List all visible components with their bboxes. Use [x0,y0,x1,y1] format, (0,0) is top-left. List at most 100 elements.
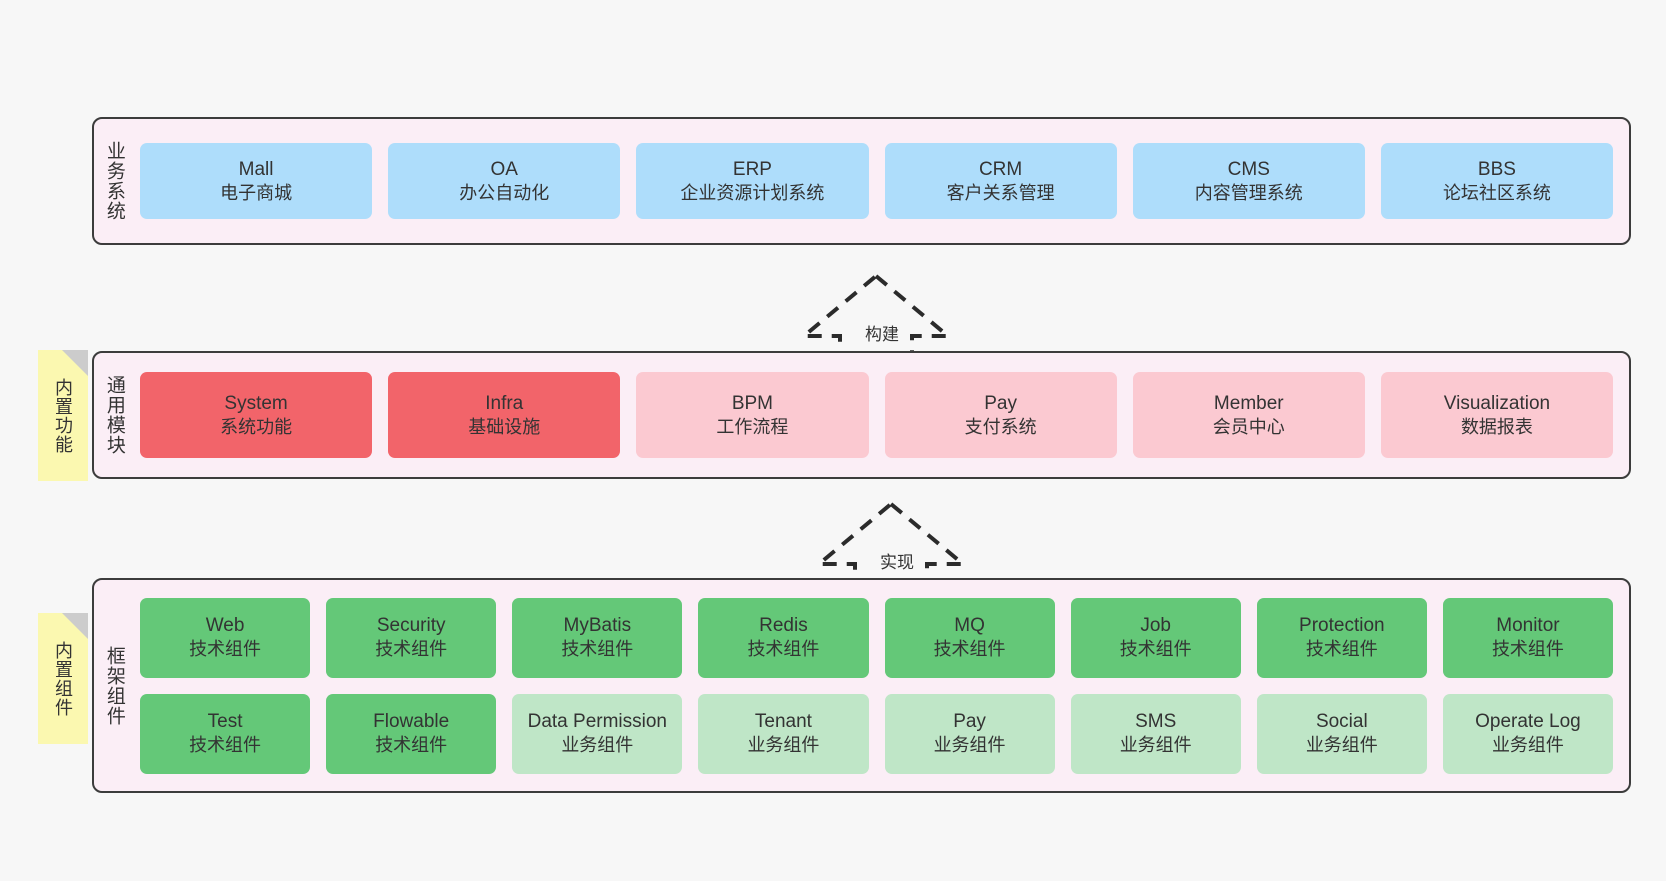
card-bbs[interactable]: BBS 论坛社区系统 [1380,143,1614,219]
card-title: CMS [1227,158,1270,180]
card-social[interactable]: Social 业务组件 [1256,693,1427,774]
card-subtitle: 基础设施 [468,416,541,437]
card-title: MQ [954,615,985,637]
card-title: System [224,392,288,414]
card-title: Protection [1299,615,1385,637]
card-subtitle: 技术组件 [747,639,820,660]
card-row: Test 技术组件 Flowable 技术组件 Data Permission … [140,693,1613,774]
card-subtitle: 技术组件 [189,735,262,756]
layer-business-system: 业务系统 Mall 电子商城 OA 办公自动化 ERP 企业资源计划系统 CRM… [92,117,1631,245]
layer-common-modules: 通用模块 System 系统功能 Infra 基础设施 BPM 工作流程 Pay… [92,351,1631,479]
card-title: BPM [731,392,774,414]
card-title: MyBatis [563,615,632,637]
note-tab-builtin-features: 内置功能 [38,350,88,481]
card-pay[interactable]: Pay 支付系统 [884,372,1117,458]
card-flowable[interactable]: Flowable 技术组件 [326,693,497,774]
card-subtitle: 会员中心 [1212,416,1285,437]
card-subtitle: 技术组件 [561,639,634,660]
card-member[interactable]: Member 会员中心 [1132,372,1365,458]
card-subtitle: 支付系统 [964,416,1037,437]
card-subtitle: 业务组件 [1119,735,1192,756]
card-crm[interactable]: CRM 客户关系管理 [884,143,1117,219]
note-label: 内置功能 [53,377,73,454]
card-title: CRM [978,158,1023,180]
card-job[interactable]: Job 技术组件 [1070,597,1241,678]
card-title: Pay [984,392,1017,414]
card-row: System 系统功能 Infra 基础设施 BPM 工作流程 Pay 支付系统… [140,372,1614,458]
card-subtitle: 业务组件 [747,735,820,756]
layer-body-framework-components: Web 技术组件 Security 技术组件 MyBatis 技术组件 Redi… [134,580,1629,791]
card-title: OA [490,158,518,180]
card-title: Monitor [1496,615,1560,637]
card-title: Flowable [373,711,450,733]
card-pay-component[interactable]: Pay 业务组件 [884,693,1055,774]
card-subtitle: 办公自动化 [459,182,550,203]
card-mall[interactable]: Mall 电子商城 [140,143,373,219]
dashed-up-arrow-icon [798,273,954,360]
card-protection[interactable]: Protection 技术组件 [1256,597,1427,678]
layer-body-common-modules: System 系统功能 Infra 基础设施 BPM 工作流程 Pay 支付系统… [134,353,1629,477]
card-monitor[interactable]: Monitor 技术组件 [1442,597,1613,678]
card-data-permission[interactable]: Data Permission 业务组件 [512,693,683,774]
card-subtitle: 工作流程 [716,416,789,437]
card-title: Pay [953,711,986,733]
card-system[interactable]: System 系统功能 [140,372,373,458]
card-redis[interactable]: Redis 技术组件 [698,597,869,678]
card-test[interactable]: Test 技术组件 [140,693,311,774]
connector-label: 实现 [880,552,914,572]
dashed-up-arrow-icon [813,501,969,588]
card-title: BBS [1477,158,1516,180]
card-mybatis[interactable]: MyBatis 技术组件 [512,597,683,678]
card-subtitle: 技术组件 [1119,639,1192,660]
card-title: Operate Log [1475,711,1581,733]
card-subtitle: 技术组件 [1305,639,1378,660]
card-subtitle: 业务组件 [933,735,1006,756]
card-subtitle: 技术组件 [1491,639,1564,660]
layer-framework-components: 框架组件 Web 技术组件 Security 技术组件 MyBatis 技术组件… [92,578,1631,793]
connector-label: 构建 [865,324,899,344]
card-title: Job [1140,615,1171,637]
layer-title-business-system: 业务系统 [103,141,125,221]
card-subtitle: 电子商城 [220,182,293,203]
folded-corner-icon [62,613,88,639]
card-bpm[interactable]: BPM 工作流程 [636,372,869,458]
card-security[interactable]: Security 技术组件 [326,597,497,678]
layer-body-business-system: Mall 电子商城 OA 办公自动化 ERP 企业资源计划系统 CRM 客户关系… [134,119,1629,243]
card-title: Member [1213,392,1284,414]
card-sms[interactable]: SMS 业务组件 [1070,693,1241,774]
card-title: Mall [238,158,274,180]
card-title: ERP [732,158,772,180]
card-subtitle: 业务组件 [561,735,634,756]
card-visualization[interactable]: Visualization 数据报表 [1380,372,1614,458]
card-erp[interactable]: ERP 企业资源计划系统 [636,143,869,219]
card-subtitle: 企业资源计划系统 [680,182,825,203]
card-title: Social [1315,711,1368,733]
card-title: Infra [485,392,524,414]
card-subtitle: 系统功能 [220,416,293,437]
card-tenant[interactable]: Tenant 业务组件 [698,693,869,774]
card-subtitle: 技术组件 [189,639,262,660]
card-oa[interactable]: OA 办公自动化 [388,143,621,219]
card-title: Security [376,615,446,637]
card-subtitle: 技术组件 [375,639,448,660]
card-subtitle: 业务组件 [1305,735,1378,756]
folded-corner-icon [62,350,88,376]
card-subtitle: 业务组件 [1491,735,1564,756]
card-subtitle: 论坛社区系统 [1442,182,1551,203]
card-title: Web [205,615,245,637]
card-cms[interactable]: CMS 内容管理系统 [1132,143,1365,219]
card-mq[interactable]: MQ 技术组件 [884,597,1055,678]
card-title: SMS [1135,711,1177,733]
connector-implement: 实现 [813,500,969,588]
card-title: Data Permission [527,711,667,733]
card-subtitle: 数据报表 [1460,416,1533,437]
card-title: Redis [759,615,808,637]
card-subtitle: 技术组件 [375,735,448,756]
note-label: 内置组件 [53,640,73,717]
card-infra[interactable]: Infra 基础设施 [388,372,621,458]
card-title: Test [207,711,243,733]
note-tab-builtin-components: 内置组件 [38,613,88,744]
card-operate-log[interactable]: Operate Log 业务组件 [1442,693,1613,774]
card-web[interactable]: Web 技术组件 [140,597,311,678]
